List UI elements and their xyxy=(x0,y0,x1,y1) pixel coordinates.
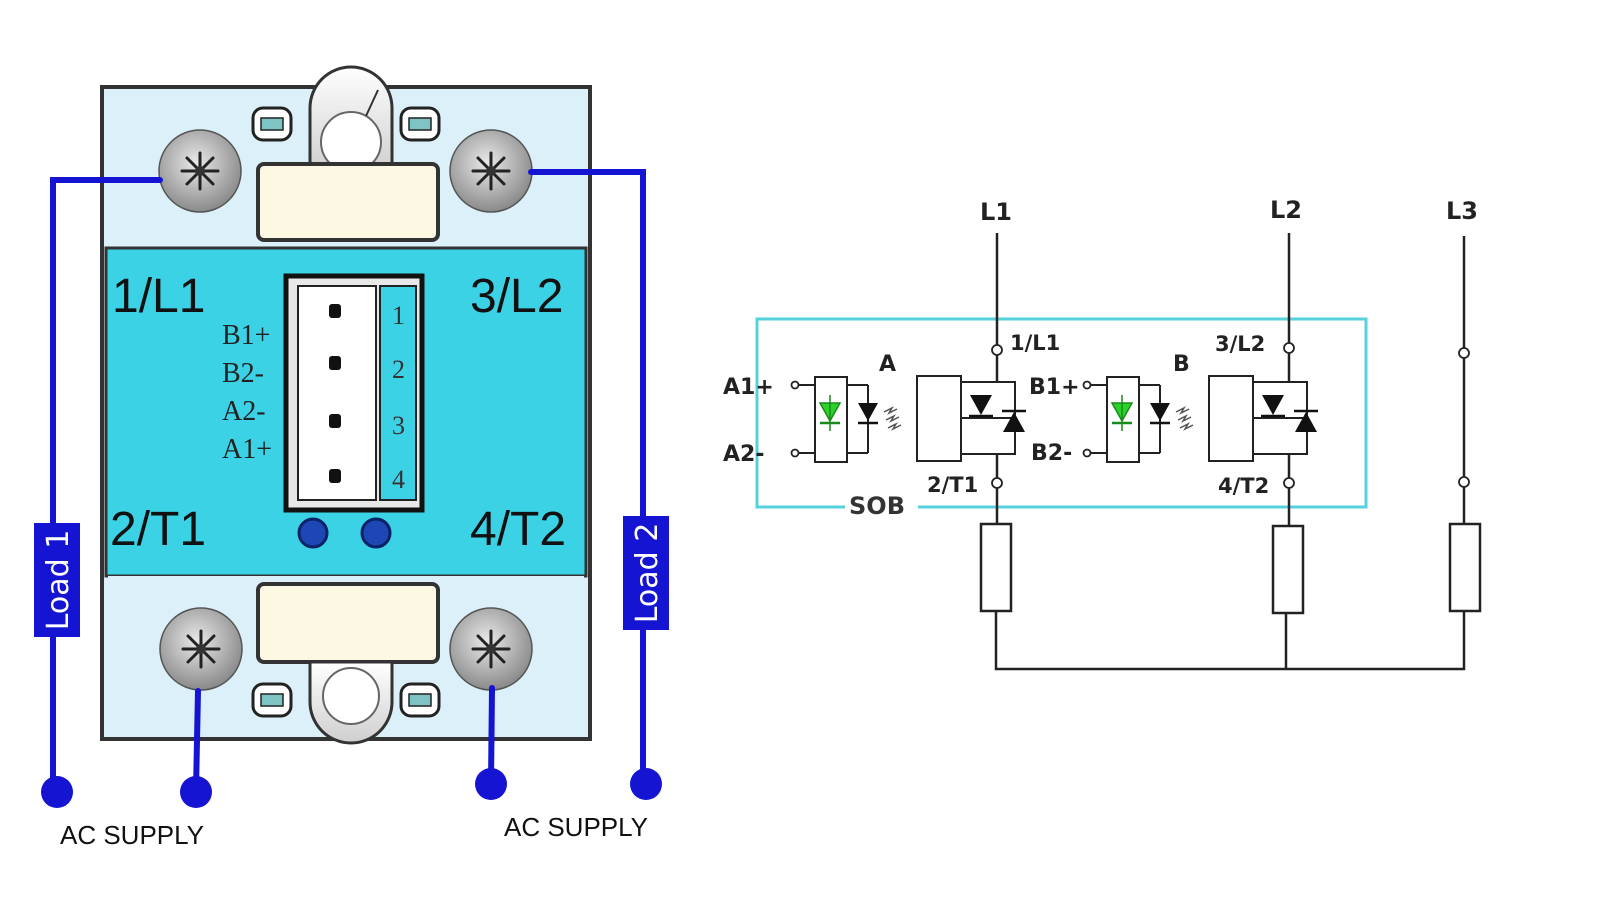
bottom-label-window xyxy=(256,582,440,664)
wire-terminal-dot[interactable] xyxy=(475,768,507,800)
ac-supply-label-left: AC SUPPLY xyxy=(60,820,204,850)
terminal-node xyxy=(991,477,1003,489)
terminal-node xyxy=(790,448,800,458)
resistor-icon xyxy=(1271,524,1305,615)
resistor-icon xyxy=(1448,522,1482,613)
channel-a-label: A xyxy=(879,352,896,377)
screw-icon[interactable] xyxy=(157,128,243,214)
terminal-node xyxy=(1458,347,1470,359)
input-b1-plus: B1+ xyxy=(1029,375,1080,400)
channel-b-label: B xyxy=(1173,352,1190,377)
control-label-b2-minus: B2- xyxy=(222,358,264,389)
schematic: SOB L1 L2 L3 xyxy=(723,196,1482,671)
screw-icon[interactable] xyxy=(448,128,534,214)
thyristor-icon xyxy=(1262,395,1284,415)
thyristor-icon xyxy=(1003,412,1025,432)
screw-icon[interactable] xyxy=(158,606,244,692)
supply-left-wire xyxy=(193,688,201,793)
input-a2-minus: A2- xyxy=(723,442,764,467)
load2-tag: Load 2 xyxy=(623,516,669,630)
clip-icon xyxy=(399,682,441,718)
thyristor-icon xyxy=(1295,412,1317,432)
load1-tag: Load 1 xyxy=(34,523,80,637)
terminal-node xyxy=(790,380,800,390)
terminal-node xyxy=(1283,342,1295,354)
control-label-b1-plus: B1+ xyxy=(222,320,270,351)
terminal-label-4-t2: 4/T2 xyxy=(470,503,566,556)
driver-box xyxy=(1208,375,1254,462)
driver-box xyxy=(916,375,962,462)
terminal-node xyxy=(1458,476,1470,488)
pin-number: 4 xyxy=(392,465,405,494)
terminal-2-t1: 2/T1 xyxy=(927,473,978,497)
terminal-label-1-l1: 1/L1 xyxy=(112,270,205,323)
clip-icon xyxy=(399,106,441,142)
input-b2-minus: B2- xyxy=(1031,441,1072,466)
top-label-window xyxy=(256,162,440,242)
input-optocoupler-box xyxy=(1106,376,1140,463)
clip-icon xyxy=(251,682,293,718)
light-rays-icon xyxy=(883,406,902,431)
top-mount-hole xyxy=(308,65,394,174)
terminal-node xyxy=(991,344,1003,356)
phase-label-l1: L1 xyxy=(980,198,1012,226)
control-label-a1-plus: A1+ xyxy=(222,434,272,465)
sob-label: SOB xyxy=(849,492,905,520)
load1-label: Load 1 xyxy=(41,530,76,631)
terminal-label-2-t1: 2/T1 xyxy=(110,503,206,556)
terminal-node xyxy=(1082,448,1092,458)
pin-hole xyxy=(329,469,341,483)
diode-icon xyxy=(1150,403,1170,421)
pin-number: 2 xyxy=(392,355,405,384)
neutral-bus xyxy=(994,611,1466,671)
input-a1-plus: A1+ xyxy=(723,375,774,400)
clip-icon xyxy=(251,106,293,142)
pin-hole xyxy=(329,414,341,428)
terminal-3-l2: 3/L2 xyxy=(1215,332,1265,356)
wire-terminal-dot[interactable] xyxy=(180,776,212,808)
pin-number: 3 xyxy=(392,411,405,440)
wire-terminal-dot[interactable] xyxy=(41,776,73,808)
phase-label-l3: L3 xyxy=(1446,197,1478,225)
status-led xyxy=(360,517,392,549)
terminal-label-3-l2: 3/L2 xyxy=(470,270,563,323)
screw-icon[interactable] xyxy=(448,606,534,692)
terminal-node xyxy=(1082,380,1092,390)
terminal-4-t2: 4/T2 xyxy=(1218,474,1269,498)
phase-label-l2: L2 xyxy=(1270,196,1302,224)
pin-hole xyxy=(329,304,341,318)
bottom-mount-hole xyxy=(308,660,394,745)
load2-label: Load 2 xyxy=(630,523,665,624)
pin-number: 1 xyxy=(392,301,405,330)
control-connector: 1 2 3 4 xyxy=(283,273,425,513)
light-rays-icon xyxy=(1175,406,1194,431)
thyristor-icon xyxy=(970,395,992,415)
pin-hole xyxy=(329,356,341,370)
sob-housing-outline xyxy=(755,317,1368,509)
control-label-a2-minus: A2- xyxy=(222,396,266,427)
ac-supply-label-right: AC SUPPLY xyxy=(504,812,648,842)
status-led xyxy=(297,517,329,549)
terminal-1-l1: 1/L1 xyxy=(1010,331,1060,355)
supply-right-wire xyxy=(488,685,495,786)
diode-icon xyxy=(858,403,878,421)
terminal-node xyxy=(1283,477,1295,489)
input-optocoupler-box xyxy=(814,376,848,463)
relay-device: 1/L1 3/L2 2/T1 4/T2 1 2 3 4 B1+ B2- A2- … xyxy=(100,65,592,745)
wire-terminal-dot[interactable] xyxy=(630,768,662,800)
resistor-icon xyxy=(979,522,1013,613)
